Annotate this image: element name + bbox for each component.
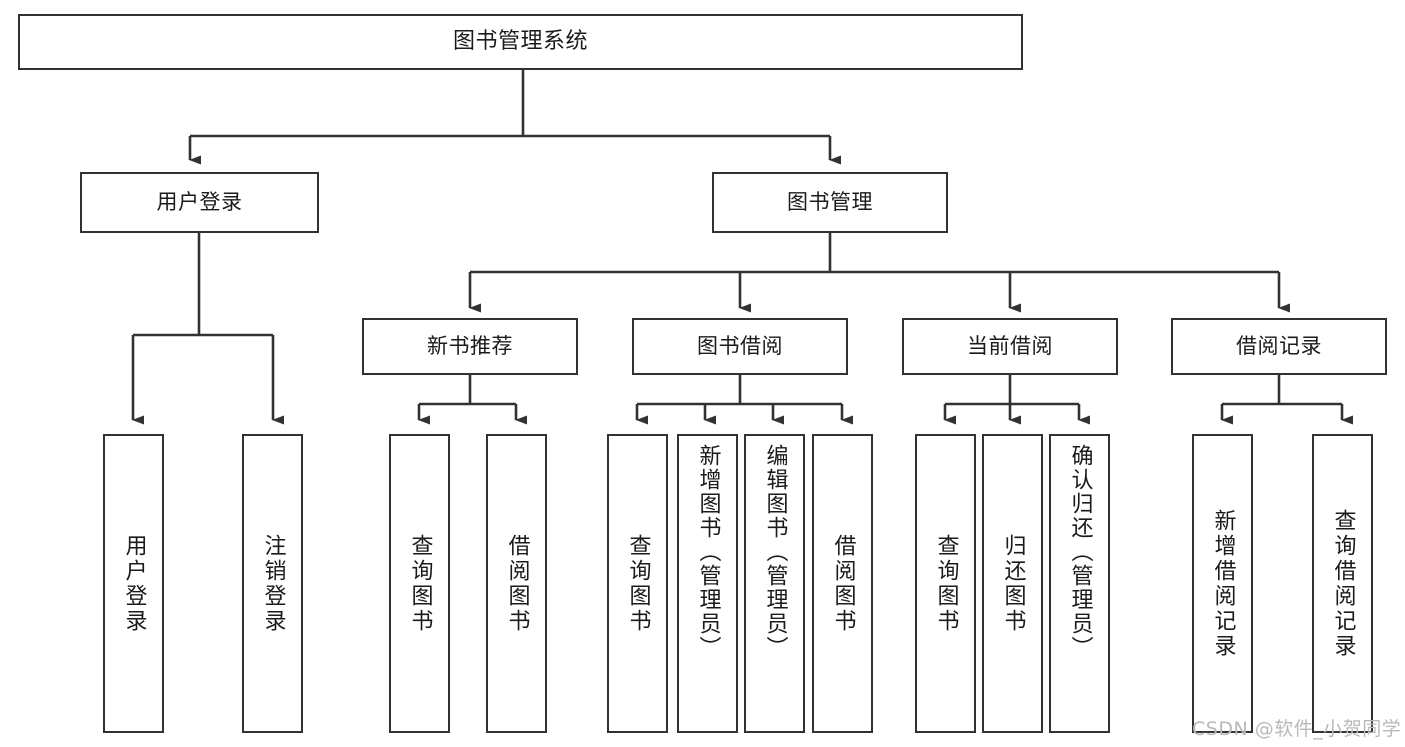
- node-leaf-query-book-3-label: 查询图书: [933, 533, 959, 634]
- node-leaf-return-book[interactable]: 归还图书: [982, 434, 1043, 733]
- node-leaf-user-login-label: 用户登录: [121, 533, 147, 634]
- node-leaf-add-book-label: 新增图书（管理员）: [695, 444, 721, 660]
- node-leaf-borrow-book-1-label: 借阅图书: [504, 533, 530, 634]
- connector-bookmanage-to-level2: [468, 233, 1290, 313]
- node-user-login[interactable]: 用户登录: [80, 172, 319, 233]
- connector-borrowrecord-to-leaves: [1220, 375, 1353, 425]
- node-book-manage[interactable]: 图书管理: [712, 172, 948, 233]
- node-book-borrow[interactable]: 图书借阅: [632, 318, 848, 375]
- node-book-manage-label: 图书管理: [787, 190, 873, 215]
- node-leaf-user-logout-label: 注销登录: [260, 533, 286, 634]
- connector-bookborrow-to-leaves: [635, 375, 853, 425]
- node-leaf-query-record-label: 查询借阅记录: [1330, 508, 1356, 659]
- node-leaf-query-book-1-label: 查询图书: [407, 533, 433, 634]
- node-leaf-add-record-label: 新增借阅记录: [1210, 508, 1236, 659]
- node-leaf-edit-book-label: 编辑图书（管理员）: [762, 444, 788, 660]
- node-root-label: 图书管理系统: [452, 29, 588, 55]
- connector-currentborrow-to-leaves: [943, 375, 1090, 425]
- node-leaf-query-book-3[interactable]: 查询图书: [915, 434, 976, 733]
- node-leaf-add-record[interactable]: 新增借阅记录: [1192, 434, 1253, 733]
- node-leaf-query-book-1[interactable]: 查询图书: [389, 434, 450, 733]
- node-leaf-edit-book[interactable]: 编辑图书（管理员）: [744, 434, 805, 733]
- node-current-borrow-label: 当前借阅: [967, 334, 1053, 359]
- node-leaf-query-record[interactable]: 查询借阅记录: [1312, 434, 1373, 733]
- node-leaf-add-book[interactable]: 新增图书（管理员）: [677, 434, 738, 733]
- connector-root-to-level1: [188, 70, 841, 165]
- node-new-book-recommend-label: 新书推荐: [427, 334, 513, 359]
- watermark-text: CSDN @软件_小贺同学: [1192, 718, 1402, 740]
- node-leaf-user-logout[interactable]: 注销登录: [242, 434, 303, 733]
- connector-newbook-to-leaves: [417, 375, 527, 425]
- node-borrow-record[interactable]: 借阅记录: [1171, 318, 1387, 375]
- node-leaf-borrow-book-1[interactable]: 借阅图书: [486, 434, 547, 733]
- node-leaf-borrow-book-2[interactable]: 借阅图书: [812, 434, 873, 733]
- connector-userlogin-to-leaves: [131, 233, 284, 425]
- node-user-login-label: 用户登录: [156, 190, 243, 215]
- node-leaf-borrow-book-2-label: 借阅图书: [830, 533, 856, 634]
- node-leaf-user-login[interactable]: 用户登录: [103, 434, 164, 733]
- node-borrow-record-label: 借阅记录: [1236, 334, 1322, 359]
- node-leaf-return-book-label: 归还图书: [1000, 533, 1026, 634]
- node-book-borrow-label: 图书借阅: [697, 334, 783, 359]
- node-new-book-recommend[interactable]: 新书推荐: [362, 318, 578, 375]
- node-leaf-query-book-2[interactable]: 查询图书: [607, 434, 668, 733]
- node-leaf-query-book-2-label: 查询图书: [625, 533, 651, 634]
- node-leaf-confirm-return[interactable]: 确认归还（管理员）: [1049, 434, 1110, 733]
- node-root[interactable]: 图书管理系统: [18, 14, 1023, 70]
- node-leaf-confirm-return-label: 确认归还（管理员）: [1067, 444, 1093, 660]
- node-current-borrow[interactable]: 当前借阅: [902, 318, 1118, 375]
